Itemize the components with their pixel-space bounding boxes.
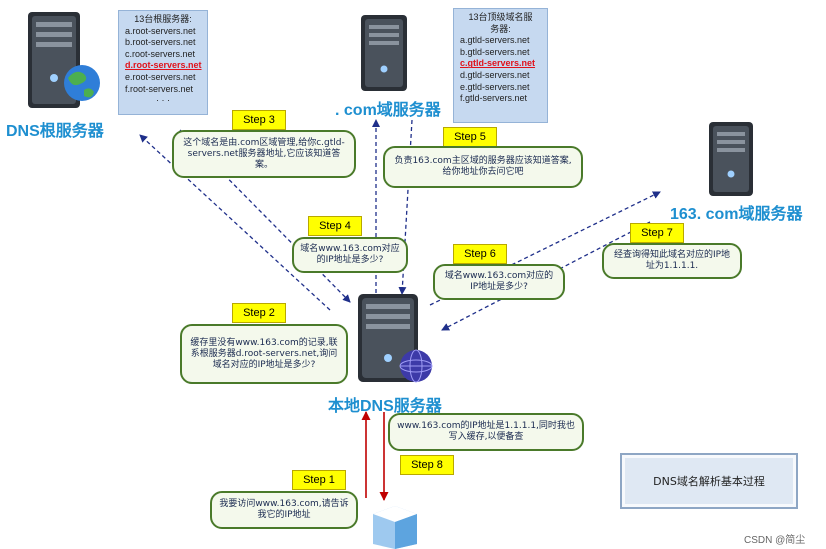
arrow-step2 xyxy=(139,134,331,311)
step-5-tag: Step 5 xyxy=(443,127,497,147)
step-5-bubble: 负责163.com主区域的服务器应该知道答案,给你地址你去问它吧 xyxy=(383,146,583,188)
step-3-tag: Step 3 xyxy=(232,110,286,130)
step-1-tag: Step 1 xyxy=(292,470,346,490)
list-item: b.root-servers.net xyxy=(125,37,196,48)
list-item: a.gtld-servers.net xyxy=(460,35,530,46)
com-server-list: 13台顶级域名服务器: a.gtld-servers.net b.gtld-se… xyxy=(453,8,548,123)
client-computer-icon xyxy=(373,506,417,549)
list-item: d.gtld-servers.net xyxy=(460,69,530,80)
step-2-bubble: 缓存里没有www.163.com的记录,联系根服务器d.root-servers… xyxy=(180,324,348,384)
server-163-label: 163. com域服务器 xyxy=(670,206,803,223)
step-4-tag: Step 4 xyxy=(308,216,362,236)
step-3-bubble: 这个域名是由.com区域管理,给你c.gtld-servers.net服务器地址… xyxy=(172,130,356,178)
step-7-tag: Step 7 xyxy=(630,223,684,243)
step-6-tag: Step 6 xyxy=(453,244,507,264)
server-163-icon xyxy=(709,122,753,196)
step-7-bubble: 经查询得知此域名对应的IP地址为1.1.1.1. xyxy=(602,243,742,279)
root-server-list: 13台根服务器: a.root-servers.net b.root-serve… xyxy=(118,10,208,115)
com-server-label: . com域服务器 xyxy=(335,102,441,119)
step-2-tag: Step 2 xyxy=(232,303,286,323)
step-6-bubble: 域名www.163.com对应的IP地址是多少? xyxy=(433,264,565,300)
arrow-step3 xyxy=(179,129,351,303)
local-server-icon xyxy=(358,294,433,383)
list-item-highlighted: c.gtld-servers.net xyxy=(460,58,536,69)
list-item: e.root-servers.net xyxy=(125,71,196,82)
root-server-icon xyxy=(28,12,100,108)
list-item-highlighted: d.root-servers.net xyxy=(125,60,202,71)
step-8-bubble: www.163.com的IP地址是1.1.1.1,同时我也写入缓存,以便备查 xyxy=(388,413,584,451)
root-server-label: DNS根服务器 xyxy=(6,123,104,140)
watermark: CSDN @简尘 xyxy=(744,535,806,546)
list-item: f.gtld-servers.net xyxy=(460,93,528,104)
list-item: f.root-servers.net xyxy=(125,83,194,94)
step-1-bubble: 我要访问www.163.com,请告诉我它的IP地址 xyxy=(210,491,358,529)
list-item: a.root-servers.net xyxy=(125,25,196,36)
step-8-tag: Step 8 xyxy=(400,455,454,475)
list-item: e.gtld-servers.net xyxy=(460,81,530,92)
com-server-icon xyxy=(361,15,407,91)
list-ellipsis: · · · xyxy=(156,95,170,106)
root-list-title: 13台根服务器: xyxy=(134,14,192,24)
diagram-title: DNS域名解析基本过程 xyxy=(620,453,798,509)
com-list-title: 13台顶级域名服务器: xyxy=(468,12,533,34)
list-item: c.root-servers.net xyxy=(125,48,196,59)
list-item: b.gtld-servers.net xyxy=(460,46,530,57)
step-4-bubble: 域名www.163.com对应的IP地址是多少? xyxy=(292,237,408,273)
local-server-label: 本地DNS服务器 xyxy=(328,398,442,415)
